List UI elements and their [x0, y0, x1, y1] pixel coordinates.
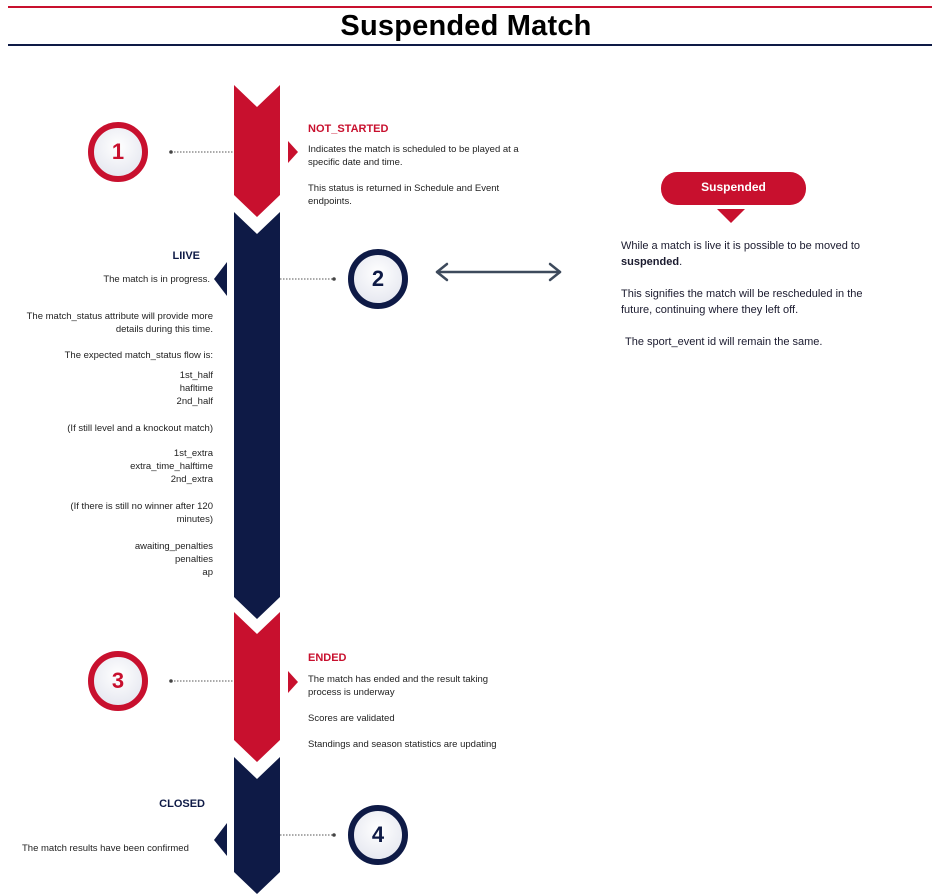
flow-step: extra_time_halftime	[130, 461, 213, 472]
ended-desc-2: Scores are validated	[308, 713, 395, 724]
flow-step: 1st_extra	[173, 448, 213, 459]
not-started-desc-2: This status is returned in Schedule and …	[308, 183, 500, 207]
segment-not-started	[234, 85, 280, 217]
flow-step: 1st_half	[179, 370, 213, 381]
suspended-desc-3: The sport_event id will remain the same.	[625, 336, 823, 348]
live-flow-intro: The expected match_status flow is:	[64, 350, 213, 361]
flow-regular: 1st_half hafltime 2nd_half	[60, 369, 213, 408]
suspended-badge-pointer	[717, 209, 745, 223]
suspended-keyword: suspended	[621, 256, 680, 268]
step-circle-2	[348, 249, 408, 309]
live-attribute-note: The match_status attribute will provide …	[26, 311, 213, 335]
pointer-not-started	[288, 141, 298, 163]
ended-desc-1: The match has ended and the result takin…	[308, 674, 489, 698]
step-circle-3	[88, 651, 148, 711]
step-number-1: 1	[111, 139, 125, 164]
title-top-rule	[8, 6, 932, 8]
knockout-note: (If still level and a knockout match)	[67, 423, 213, 434]
step-number-2: 2	[371, 266, 385, 291]
flow-step: awaiting_penalties	[134, 541, 213, 552]
suspended-desc-1-text: While a match is live it is possible to …	[621, 240, 861, 252]
ended-title: ENDED	[308, 652, 347, 664]
suspended-badge: Suspended	[661, 172, 806, 205]
live-intro: The match is in progress.	[103, 274, 210, 285]
pointer-ended	[288, 671, 298, 693]
closed-title: CLOSED	[159, 798, 205, 810]
flow-step: 2nd_half	[176, 396, 213, 407]
not-started-title: NOT_STARTED	[308, 123, 389, 135]
segment-live	[234, 212, 280, 619]
suspended-desc-2: This signifies the match will be resched…	[621, 288, 863, 316]
step-number-4: 4	[371, 822, 385, 847]
not-started-desc-1: Indicates the match is scheduled to be p…	[308, 144, 519, 168]
live-title: LIIVE	[172, 250, 200, 262]
segment-closed	[234, 757, 280, 894]
title-bottom-rule	[8, 44, 932, 46]
flow-penalties: awaiting_penalties penalties ap	[60, 540, 213, 579]
step-number-3: 3	[111, 668, 125, 693]
pointer-live	[214, 262, 227, 296]
flow-extra: 1st_extra extra_time_halftime 2nd_extra	[60, 447, 213, 486]
double-arrow-icon	[435, 262, 562, 282]
suspended-desc-1: While a match is live it is possible to …	[621, 238, 876, 270]
suspended-desc-1-end: .	[679, 256, 683, 268]
winner-note: (If there is still no winner after 120 m…	[70, 501, 213, 525]
step-circle-4	[348, 805, 408, 865]
page-title: Suspended Match	[340, 10, 592, 42]
flow-step: hafltime	[179, 383, 213, 394]
ended-desc-3: Standings and season statistics are upda…	[308, 739, 497, 750]
flow-step: penalties	[174, 554, 213, 565]
pointer-closed	[214, 823, 227, 856]
segment-ended	[234, 612, 280, 762]
flow-step: 2nd_extra	[170, 474, 213, 485]
flow-step: ap	[202, 567, 213, 578]
step-circle-1	[88, 122, 148, 182]
closed-desc: The match results have been confirmed	[22, 843, 189, 854]
